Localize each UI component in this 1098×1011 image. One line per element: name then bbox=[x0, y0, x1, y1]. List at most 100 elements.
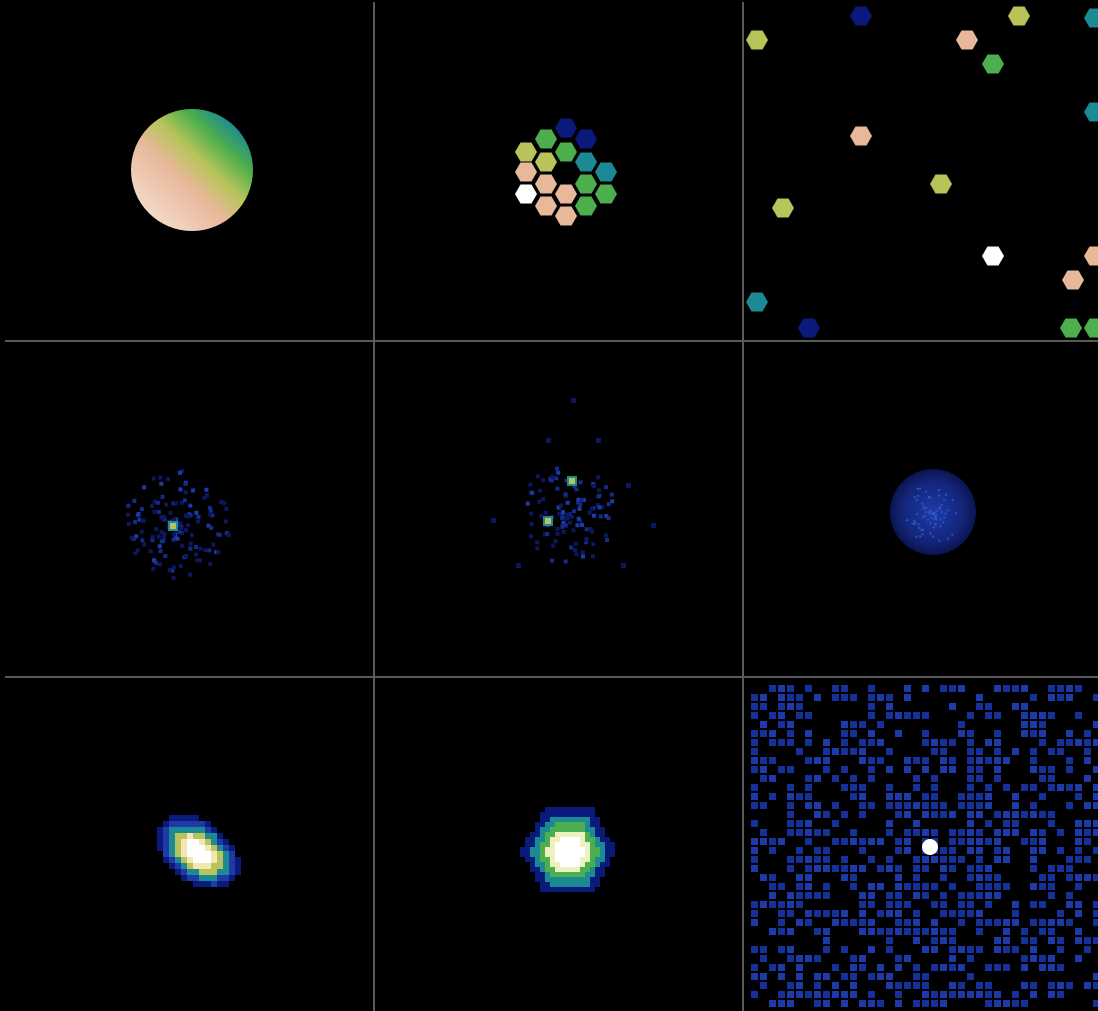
noise-pixel bbox=[1066, 892, 1073, 899]
noise-pixel bbox=[895, 802, 902, 809]
speckle-pixel bbox=[183, 490, 188, 495]
psf-pixel bbox=[560, 882, 565, 887]
noise-pixel bbox=[886, 982, 893, 989]
speckle-pixel bbox=[573, 541, 578, 546]
noise-pixel bbox=[805, 685, 812, 692]
noise-pixel bbox=[1057, 910, 1064, 917]
psf-pixel bbox=[575, 882, 580, 887]
speckle-pixel bbox=[575, 523, 580, 528]
speckle-pixel bbox=[131, 537, 136, 541]
psf-pixel bbox=[187, 827, 193, 833]
noise-pixel bbox=[985, 919, 992, 926]
speckle-pixel bbox=[210, 513, 215, 518]
noise-pixel bbox=[931, 901, 938, 908]
halo-speckle bbox=[929, 532, 932, 535]
noise-pixel bbox=[1012, 685, 1019, 692]
noise-pixel bbox=[886, 946, 893, 953]
noise-pixel bbox=[1075, 847, 1082, 854]
noise-pixel bbox=[859, 838, 866, 845]
speckle-pixel bbox=[555, 526, 560, 531]
psf-pixel bbox=[555, 887, 560, 892]
noise-pixel bbox=[751, 784, 758, 791]
scattered-hex-segment bbox=[982, 54, 1004, 74]
panel-r2c3[interactable] bbox=[745, 343, 1098, 673]
noise-pixel bbox=[859, 748, 866, 755]
panel-r2c1[interactable] bbox=[5, 343, 370, 673]
panel-r1c1[interactable] bbox=[5, 2, 370, 338]
speckle-pixel bbox=[150, 537, 155, 542]
noise-pixel bbox=[958, 730, 965, 737]
noise-pixel bbox=[868, 802, 875, 809]
noise-pixel bbox=[760, 730, 767, 737]
panel-r1c2[interactable] bbox=[376, 2, 740, 338]
noise-pixel bbox=[976, 757, 983, 764]
speckle-pixel bbox=[621, 563, 626, 568]
psf-pixel bbox=[211, 833, 217, 839]
noise-pixel bbox=[868, 919, 875, 926]
noise-pixel bbox=[796, 829, 803, 836]
noise-pixel bbox=[769, 892, 776, 899]
psf-pixel bbox=[187, 845, 193, 851]
noise-pixel bbox=[976, 856, 983, 863]
scattered-hex-segment bbox=[1084, 318, 1098, 338]
psf-pixel bbox=[157, 845, 163, 851]
noise-pixel bbox=[823, 946, 830, 953]
psf-pixel bbox=[199, 851, 205, 857]
psf-pixel bbox=[545, 872, 550, 877]
panel-r2c2[interactable] bbox=[376, 343, 740, 673]
speckle-pixel bbox=[595, 503, 600, 507]
panel-r3c1[interactable] bbox=[5, 679, 370, 1011]
speckle-pixel bbox=[177, 470, 182, 475]
elliptical-psf-plot bbox=[157, 815, 241, 887]
noise-pixel bbox=[967, 946, 974, 953]
noise-pixel bbox=[886, 973, 893, 980]
noise-pixel bbox=[985, 703, 992, 710]
panel-r1c3[interactable] bbox=[745, 2, 1098, 338]
noise-pixel bbox=[1021, 1000, 1028, 1007]
speckle-pixel bbox=[555, 466, 559, 471]
noise-pixel bbox=[823, 1000, 830, 1007]
psf-pixel bbox=[187, 851, 193, 857]
psf-pixel bbox=[181, 857, 187, 863]
noise-peak bbox=[922, 839, 938, 855]
noise-pixel bbox=[805, 838, 812, 845]
halo-speckle bbox=[906, 519, 909, 522]
noise-pixel bbox=[922, 757, 929, 764]
noise-pixel bbox=[1030, 946, 1037, 953]
halo-speckle bbox=[915, 535, 918, 538]
speckle-pixel bbox=[529, 534, 533, 539]
psf-pixel bbox=[555, 877, 560, 882]
psf-pixel bbox=[550, 862, 555, 867]
noise-pixel bbox=[814, 865, 821, 872]
noise-pixel bbox=[814, 910, 821, 917]
noise-pixel bbox=[868, 703, 875, 710]
noise-pixel bbox=[1066, 766, 1073, 773]
speckle-pixel bbox=[158, 549, 163, 554]
noise-pixel bbox=[1030, 829, 1037, 836]
noise-pixel bbox=[994, 712, 1001, 719]
psf-pixel bbox=[223, 839, 229, 845]
noise-pixel bbox=[922, 982, 929, 989]
psf-pixel bbox=[580, 817, 585, 822]
speckle-pixel bbox=[150, 534, 155, 539]
noise-pixel bbox=[796, 964, 803, 971]
scattered-hex-segment bbox=[1084, 8, 1098, 28]
psf-pixel bbox=[187, 821, 193, 827]
noise-pixel bbox=[868, 928, 875, 935]
noise-pixel bbox=[787, 982, 794, 989]
psf-pixel bbox=[575, 817, 580, 822]
panel-r3c2[interactable] bbox=[376, 679, 740, 1011]
noise-pixel bbox=[895, 847, 902, 854]
psf-pixel bbox=[580, 867, 585, 872]
halo-speckle bbox=[944, 493, 947, 496]
halo-speckle bbox=[919, 535, 922, 538]
noise-pixel bbox=[967, 811, 974, 818]
noise-pixel bbox=[976, 919, 983, 926]
panel-r3c3[interactable] bbox=[745, 679, 1098, 1011]
psf-pixel bbox=[585, 872, 590, 877]
noise-pixel bbox=[1057, 865, 1064, 872]
noise-pixel bbox=[1048, 766, 1055, 773]
halo-speckle bbox=[929, 522, 932, 525]
psf-pixel bbox=[575, 847, 580, 852]
noise-pixel bbox=[850, 874, 857, 881]
